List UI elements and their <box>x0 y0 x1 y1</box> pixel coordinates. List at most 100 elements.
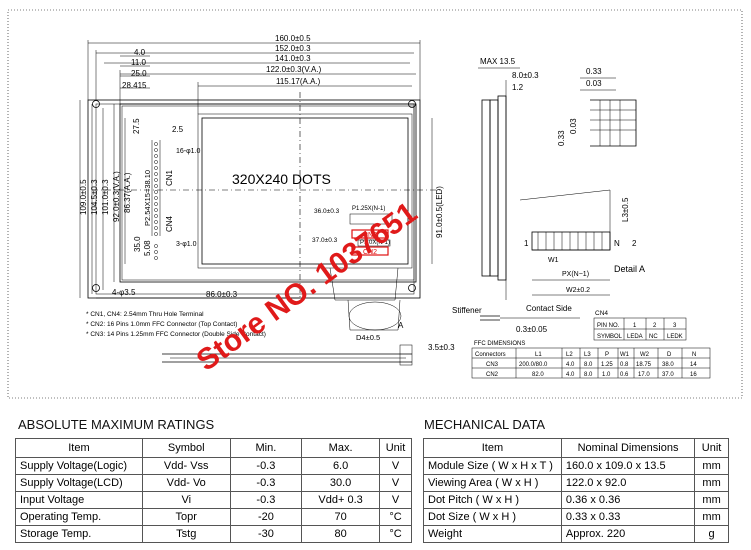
detail-a-title: Detail A <box>614 264 645 274</box>
dim-5-08: 5.08 <box>143 240 152 256</box>
cn4-table: CN4 PIN NO. 1 2 3 SYMBOL LEDA NC LEDK <box>593 310 687 341</box>
table-row: Weight Approx. 220 g <box>423 525 729 543</box>
connector-notes: * CN1, CN4: 2.54mm Thru Hole Terminal * … <box>86 311 266 338</box>
ffc-r1-c5: 0.6 <box>620 372 629 378</box>
label-stiffener: Stiffener <box>452 306 482 315</box>
cell-item: Viewing Area ( W x H ) <box>423 474 562 492</box>
cell-item: Storage Temp. <box>15 525 143 543</box>
label-pitch: P2.54X15=38.10 <box>143 170 152 226</box>
table-header-row: Item Symbol Min. Max. Unit <box>15 438 413 458</box>
mech-title: MECHANICAL DATA <box>424 417 546 432</box>
cn4-h1: 1 <box>633 323 637 329</box>
mech-table: Item Nominal Dimensions Unit Module Size… <box>423 438 729 543</box>
dim-101: 101.0±0.3 <box>101 179 110 215</box>
stiffener-detail: Stiffener Contact Side 0.3±0.05 <box>452 304 580 334</box>
dot-size-h: 0.33 <box>557 130 566 146</box>
label-3-holes: 3-φ1.0 <box>176 241 197 248</box>
dim-27-5: 27.5 <box>132 118 141 134</box>
dim-91-led: 91.0±0.5(LED) <box>435 186 444 238</box>
dim-115: 115.17(A.A.) <box>276 77 321 86</box>
cn4-r1: LEDA <box>627 334 643 340</box>
table-row: Storage Temp. Tstg -30 80 °C <box>15 525 413 543</box>
ffc-h2: L2 <box>566 352 573 358</box>
ffc-r0-c5: 0.8 <box>620 362 629 368</box>
dim-36: 36.0±0.3 <box>314 208 340 215</box>
cell-symbol: Vdd- Vss <box>141 457 231 475</box>
cell-min: -20 <box>229 508 303 526</box>
ffc-r1-c3: 8.0 <box>584 372 593 378</box>
dim-l3: L3±0.5 <box>621 197 630 222</box>
cell-unit: °C <box>378 525 413 543</box>
side-view: MAX 13.5 8.0±0.3 1.2 <box>478 57 539 300</box>
cell-item: Weight <box>423 525 562 543</box>
ffc-h3: L3 <box>584 352 591 358</box>
cell-unit: mm <box>694 491 729 509</box>
cell-nominal: 0.36 x 0.36 <box>560 491 696 509</box>
table-row: Dot Size ( W x H ) 0.33 x 0.33 mm <box>423 508 729 526</box>
dim-92: 92.0±0.3(V.A.) <box>112 171 121 222</box>
cell-nominal: 122.0 x 92.0 <box>560 474 696 492</box>
cell-item: Supply Voltage(Logic) <box>15 457 143 475</box>
dim-px: PX(N−1) <box>562 271 589 278</box>
ffc-table: FFC DIMENSIONS Connectors L1 L2 L3 P W1 … <box>471 341 711 379</box>
label-p1: P1.0X(N-1) <box>360 240 390 246</box>
cell-symbol: Vi <box>141 491 231 509</box>
dim-4: 4.0 <box>134 48 146 57</box>
cell-max: 80 <box>301 525 380 543</box>
ffc-r0-c2: 4.0 <box>566 362 575 368</box>
dim-28-415: 28.415 <box>122 81 147 90</box>
ffc-h4: P <box>605 352 609 358</box>
col-unit: Unit <box>378 438 413 458</box>
label-n: N <box>614 239 620 248</box>
dim-122: 122.0±0.3(V.A.) <box>266 65 322 74</box>
dim-8: 8.0±0.3 <box>512 71 539 80</box>
abs-max-title: ABSOLUTE MAXIMUM RATINGS <box>18 417 215 432</box>
lcd-module-drawing: 160.0±0.5 152.0±0.3 141.0±0.3 122.0±0.3(… <box>7 9 743 399</box>
dim-152: 152.0±0.3 <box>275 44 311 53</box>
ffc-r0-c8: 14 <box>690 362 697 368</box>
dim-86-37: 86.37(A.A.) <box>123 172 132 213</box>
col-unit: Unit <box>694 438 729 458</box>
cn4-h2: 2 <box>653 323 657 329</box>
ffc-h6: W2 <box>640 352 650 358</box>
dim-109: 109.0±0.5 <box>79 179 88 215</box>
cell-symbol: Tstg <box>141 525 231 543</box>
table-row: Module Size ( W x H x T ) 160.0 x 109.0 … <box>423 457 729 475</box>
label-cn4: CN4 <box>165 215 174 232</box>
note-3: * CN3: 14 Pins 1.25mm FFC Connector (Dou… <box>86 331 266 338</box>
abs-max-table: Item Symbol Min. Max. Unit Supply Voltag… <box>15 438 413 543</box>
dim-160: 160.0±0.5 <box>275 34 311 43</box>
dim-104-5: 104.5±0.3 <box>90 179 99 215</box>
label-cn3: CN3 <box>363 232 377 239</box>
cn4-r3: LEDK <box>667 334 683 340</box>
table-row: Supply Voltage(Logic) Vdd- Vss -0.3 6.0 … <box>15 457 413 475</box>
ffc-r1-c2: 4.0 <box>566 372 575 378</box>
col-item: Item <box>15 438 143 458</box>
note-2: * CN2: 16 Pins 1.0mm FFC Connector (Top … <box>86 321 237 328</box>
ffc-h1: L1 <box>535 352 542 358</box>
ffc-h8: N <box>692 352 696 358</box>
col-nominal: Nominal Dimensions <box>560 438 696 458</box>
detail-a-marker: A <box>398 321 404 330</box>
cn4-r0: SYMBOL <box>597 334 623 340</box>
dim-w1: W1 <box>548 257 559 264</box>
cell-nominal: 160.0 x 109.0 x 13.5 <box>560 457 696 475</box>
cell-max: 6.0 <box>301 457 380 475</box>
ffc-table-title: FFC DIMENSIONS <box>474 341 525 347</box>
cn4-r2: NC <box>649 334 658 340</box>
dim-2-5: 2.5 <box>172 125 184 134</box>
cn4-h0: PIN NO. <box>597 323 620 329</box>
dim-1-2: 1.2 <box>512 83 524 92</box>
ffc-h7: D <box>667 352 672 358</box>
ffc-h0: Connectors <box>475 352 506 358</box>
cell-unit: °C <box>378 508 413 526</box>
ffc-r1-c1: 82.0 <box>532 372 544 378</box>
cell-unit: V <box>378 474 413 492</box>
front-view: 160.0±0.5 152.0±0.3 141.0±0.3 122.0±0.3(… <box>79 34 444 342</box>
cn1-pins <box>154 142 158 260</box>
dim-25: 25.0 <box>131 69 147 78</box>
cell-symbol: Topr <box>141 508 231 526</box>
ffc-r0-c4: 1.25 <box>601 362 613 368</box>
col-max: Max. <box>301 438 380 458</box>
cn4-table-title: CN4 <box>595 310 608 317</box>
